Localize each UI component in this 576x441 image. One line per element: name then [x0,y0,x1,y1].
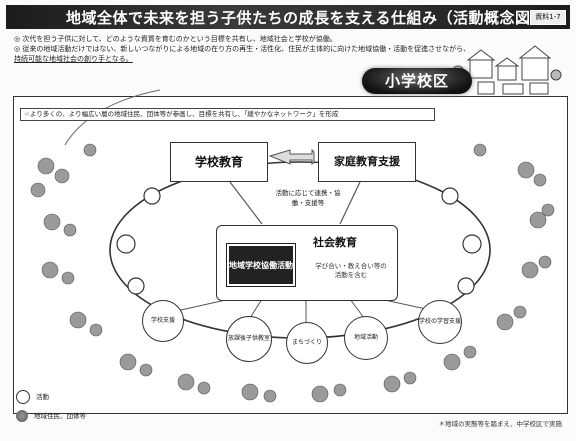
bullet-line: ◎ 従来の地域活動だけではない、新しいつながりによる地域の在り方の再生・活性化、… [14,45,471,53]
legend-activity-label: 活動 [36,393,49,401]
node-learning-support: 学校の学習支援 [418,300,462,344]
title-bar: 地域全体で未来を担う子供たちの成長を支える仕組み（活動概念図） 資料1-7 [6,5,570,29]
document-badge: 資料1-7 [530,10,566,25]
social-education-label: 社会教育 [313,236,357,249]
node-town-building: まちづくり [286,322,328,364]
bullet-line: ◎ 次代を担う子供に対して、どのような資質を育むのかという目標を共有し、地域社会… [14,35,337,43]
legend-residents: 地域住民、団体等 [16,410,86,422]
town-illustration [451,45,562,95]
footnote: ＊地域の実態等を踏まえ、中学校区で実施 [438,420,563,428]
people-icon [16,410,28,422]
node-school-support: 学校支援 [142,300,184,342]
cooperation-note: 活動に応じて連携・協働・支援等 [275,189,341,207]
home-education-support-box: 家庭教育支援 [318,142,416,182]
school-education-box: 学校教育 [170,142,268,182]
social-education-note: 学び合い・教え合い等の活動を含む [315,262,387,279]
legend-activity: 活動 [16,390,49,404]
circle-icon [16,390,30,404]
node-after-school: 放課後子供教室 [226,316,272,362]
intro-bullets: ◎ 次代を担う子供に対して、どのような資質を育むのかという目標を共有し、地域社会… [14,34,569,64]
node-community-activity: 地域活動 [344,316,388,360]
social-education-box: 社会教育 地域学校協働活動 学び合い・教え合い等の活動を含む [216,225,398,301]
page-title: 地域全体で未来を担う子供たちの成長を支える仕組み（活動概念図） [66,9,547,27]
resident-icons [30,143,555,403]
district-label: 小学校区 [362,68,472,94]
ring-nodes [116,187,482,295]
arrow-school-home [268,148,315,166]
community-school-activity: 地域学校協働活動 [226,243,296,287]
legend-residents-label: 地域住民、団体等 [34,412,86,420]
network-banner: ☆より多くの、より幅広い層の地域住民、団体等が参画し、目標を共有し、「緩やかなネ… [20,108,435,121]
bullet-line: 持続可能な地域社会の創り手となる。 [14,55,133,63]
